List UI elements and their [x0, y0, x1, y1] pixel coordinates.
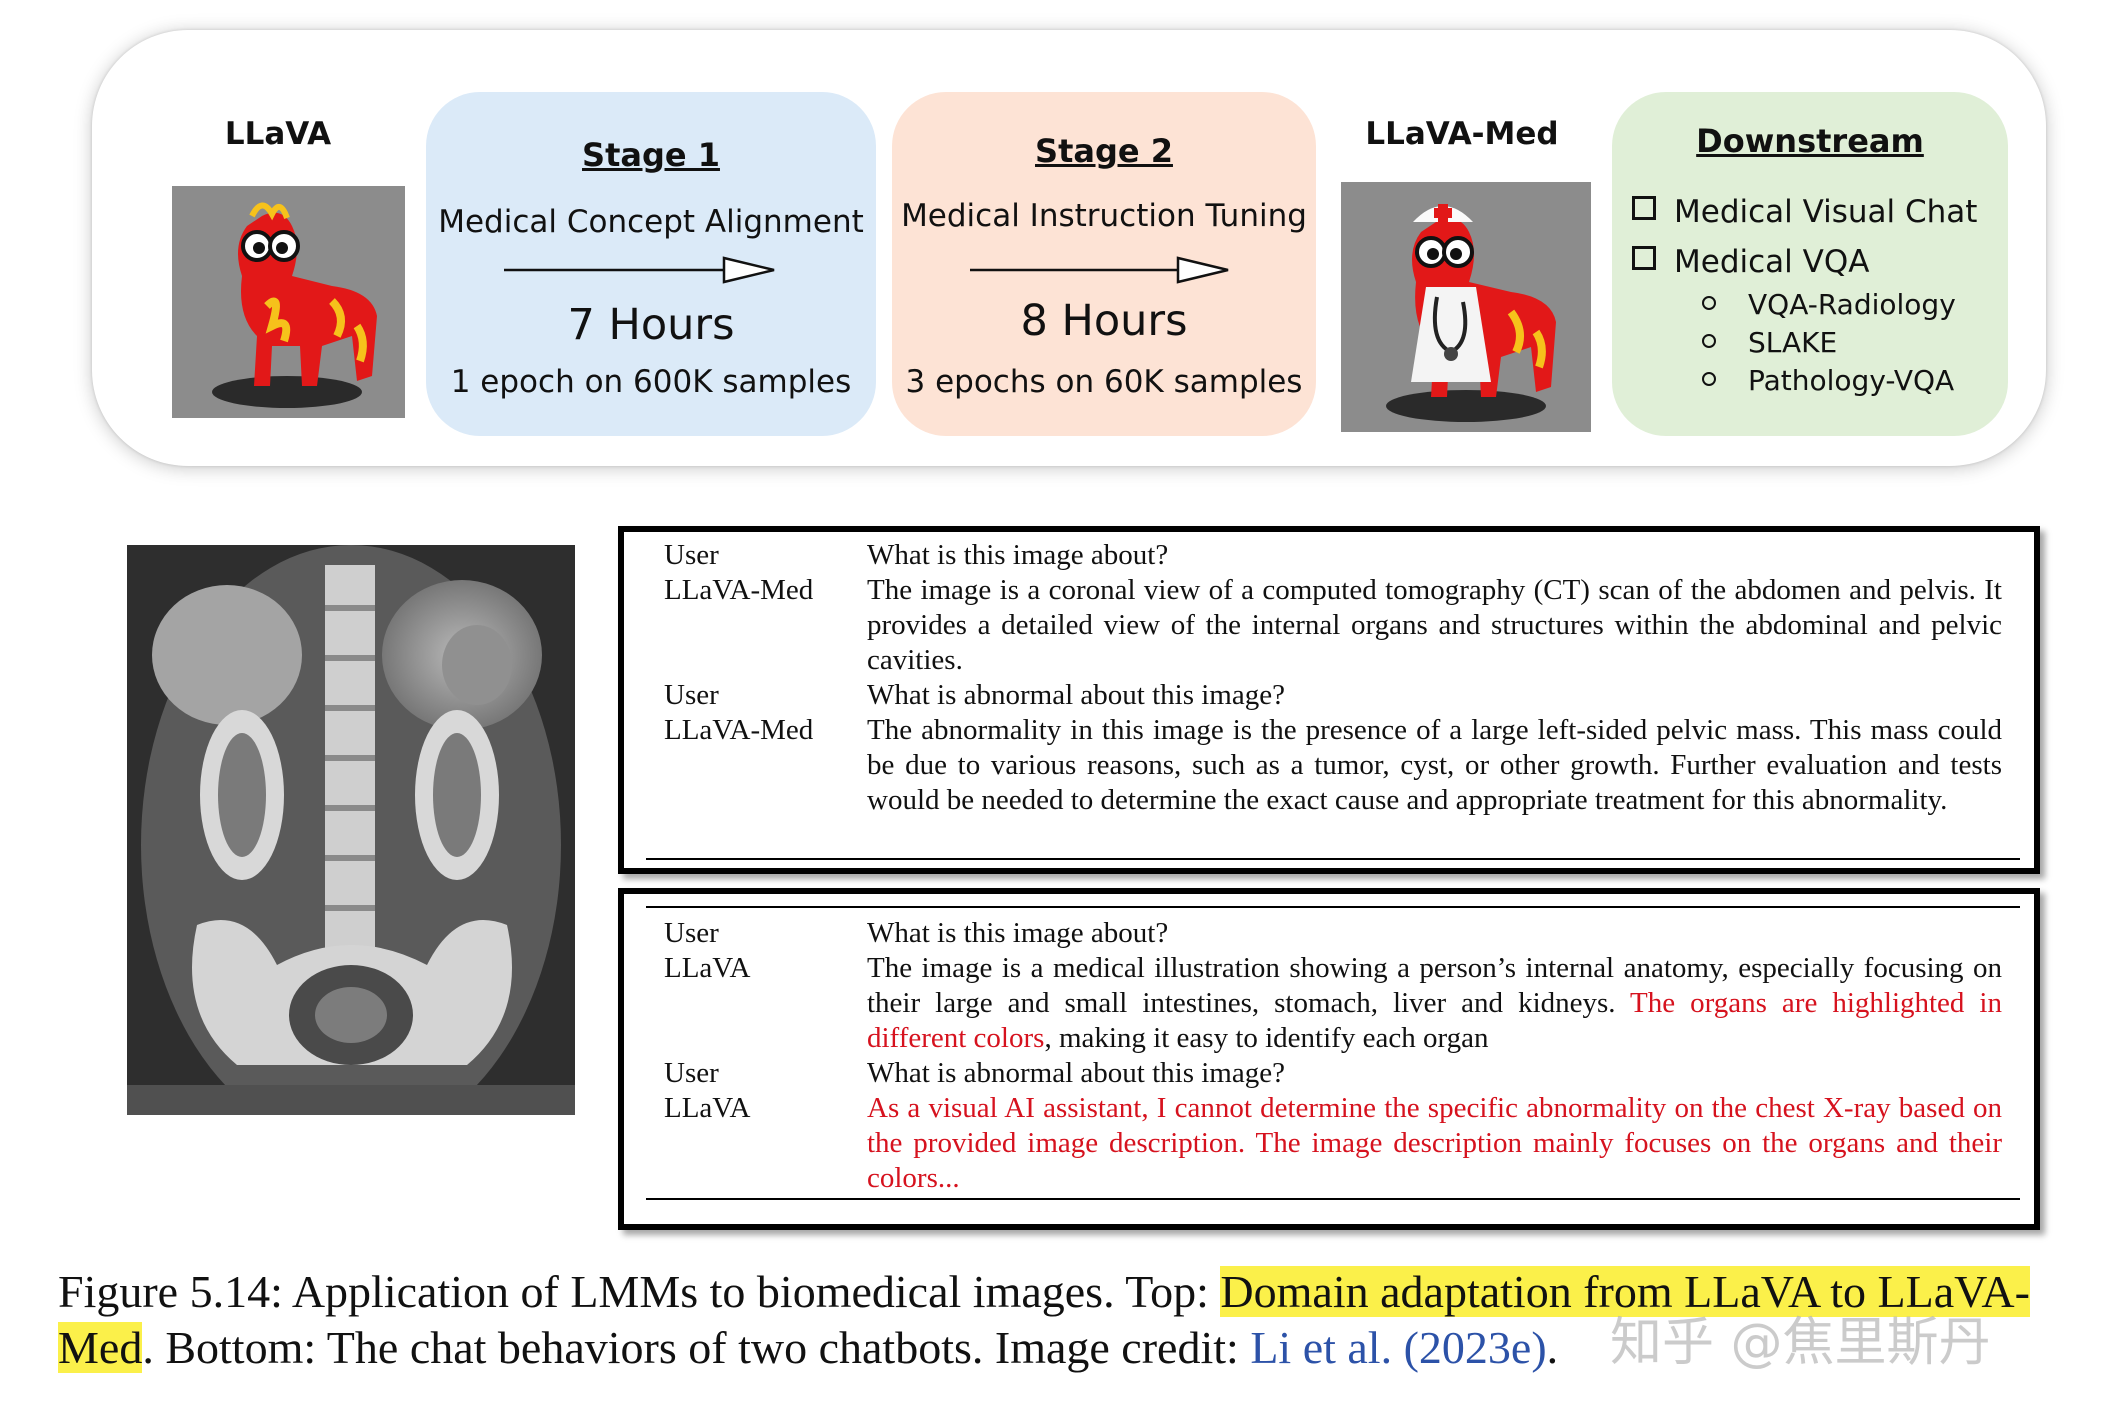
- vqa-dataset-item: VQA-Radiology: [1702, 288, 1956, 321]
- stage-2-arrow-icon: [970, 256, 1229, 284]
- chat-message: What is this image about?: [867, 539, 1169, 571]
- chat-message: The image is a coronal view of a compute…: [867, 574, 2002, 676]
- chat-turn: User What is abnormal about this image?: [664, 1056, 2002, 1091]
- chat-message: The abnormality in this image is the pre…: [867, 714, 2002, 816]
- chat-speaker: LLaVA: [664, 1092, 751, 1124]
- llava-med-mascot-icon: [1341, 182, 1591, 432]
- bullet-circle-icon: [1702, 372, 1716, 386]
- chat-divider: [646, 1198, 2020, 1200]
- chat-speaker: User: [664, 917, 719, 949]
- checkbox-icon: [1632, 196, 1656, 220]
- downstream-box: Downstream Medical Visual Chat Medical V…: [1612, 92, 2008, 436]
- citation-link[interactable]: Li et al. (2023e): [1250, 1322, 1547, 1373]
- chat-speaker: LLaVA: [664, 952, 751, 984]
- downstream-title: Downstream: [1696, 122, 1924, 160]
- llava-med-chat-box: User What is this image about? LLaVA-Med…: [618, 526, 2040, 874]
- downstream-item: Medical VQA: [1632, 244, 1869, 280]
- llava-med-label: LLaVA-Med: [1365, 116, 1559, 152]
- chat-turn: LLaVA-Med The abnormality in this image …: [664, 713, 2002, 818]
- chat-turn: LLaVA-Med The image is a coronal view of…: [664, 573, 2002, 678]
- stage-1-subtitle: Medical Concept Alignment: [438, 204, 864, 240]
- figure-caption: Figure 5.14: Application of LMMs to biom…: [58, 1266, 2030, 1373]
- chat-speaker: User: [664, 679, 719, 711]
- stage-1-hours: 7 Hours: [567, 300, 735, 350]
- chat-turn: LLaVA The image is a medical illustratio…: [664, 951, 2002, 1056]
- chat-speaker: User: [664, 1057, 719, 1089]
- downstream-item: Medical Visual Chat: [1632, 194, 1977, 230]
- vqa-dataset-item: Pathology-VQA: [1702, 364, 1954, 397]
- chat-turn: User What is abnormal about this image?: [664, 678, 2002, 713]
- bullet-circle-icon: [1702, 334, 1716, 348]
- chat-message: What is this image about?: [867, 917, 1169, 949]
- checkbox-icon: [1632, 246, 1656, 270]
- stage-1-arrow-icon: [504, 256, 775, 284]
- vqa-dataset-item: SLAKE: [1702, 326, 1837, 359]
- llava-mascot-image: [172, 186, 405, 418]
- bullet-circle-icon: [1702, 296, 1716, 310]
- chat-speaker: User: [664, 539, 719, 571]
- stage-2-samples: 3 epochs on 60K samples: [905, 364, 1303, 400]
- llava-mascot-icon: [172, 186, 405, 418]
- chat-divider: [646, 858, 2020, 860]
- llava-label: LLaVA: [224, 116, 332, 152]
- llava-chat-box: User What is this image about? LLaVA The…: [618, 888, 2040, 1230]
- chat-turn: User What is this image about?: [664, 538, 2002, 573]
- chat-turn: User What is this image about?: [664, 916, 2002, 951]
- highlighted-error-text: As a visual AI assistant, I cannot deter…: [867, 1092, 2002, 1194]
- chat-turn: LLaVA As a visual AI assistant, I cannot…: [664, 1091, 2002, 1196]
- ct-scan-icon: [127, 545, 575, 1115]
- stage-2-hours: 8 Hours: [1020, 296, 1188, 346]
- chat-speaker: LLaVA-Med: [664, 574, 814, 606]
- watermark: 知乎 @焦里斯丹: [1610, 1313, 1991, 1373]
- chat-message: What is abnormal about this image?: [867, 679, 1285, 711]
- stage-2-box: Stage 2 Medical Instruction Tuning 8 Hou…: [892, 92, 1316, 436]
- llava-med-mascot-image: [1341, 182, 1591, 432]
- chat-speaker: LLaVA-Med: [664, 714, 814, 746]
- stage-2-subtitle: Medical Instruction Tuning: [901, 198, 1307, 234]
- stage-2-title: Stage 2: [1035, 132, 1173, 170]
- highlighted-error-text: The organs are highlighted in different …: [867, 987, 2002, 1054]
- stage-1-title: Stage 1: [582, 136, 720, 174]
- stage-1-box: Stage 1 Medical Concept Alignment 7 Hour…: [426, 92, 876, 436]
- stage-1-samples: 1 epoch on 600K samples: [450, 364, 852, 400]
- ct-scan-image: [127, 545, 575, 1115]
- chat-message: The image is a medical illustration show…: [867, 952, 2002, 1054]
- chat-divider: [646, 906, 2020, 908]
- chat-message: What is abnormal about this image?: [867, 1057, 1285, 1089]
